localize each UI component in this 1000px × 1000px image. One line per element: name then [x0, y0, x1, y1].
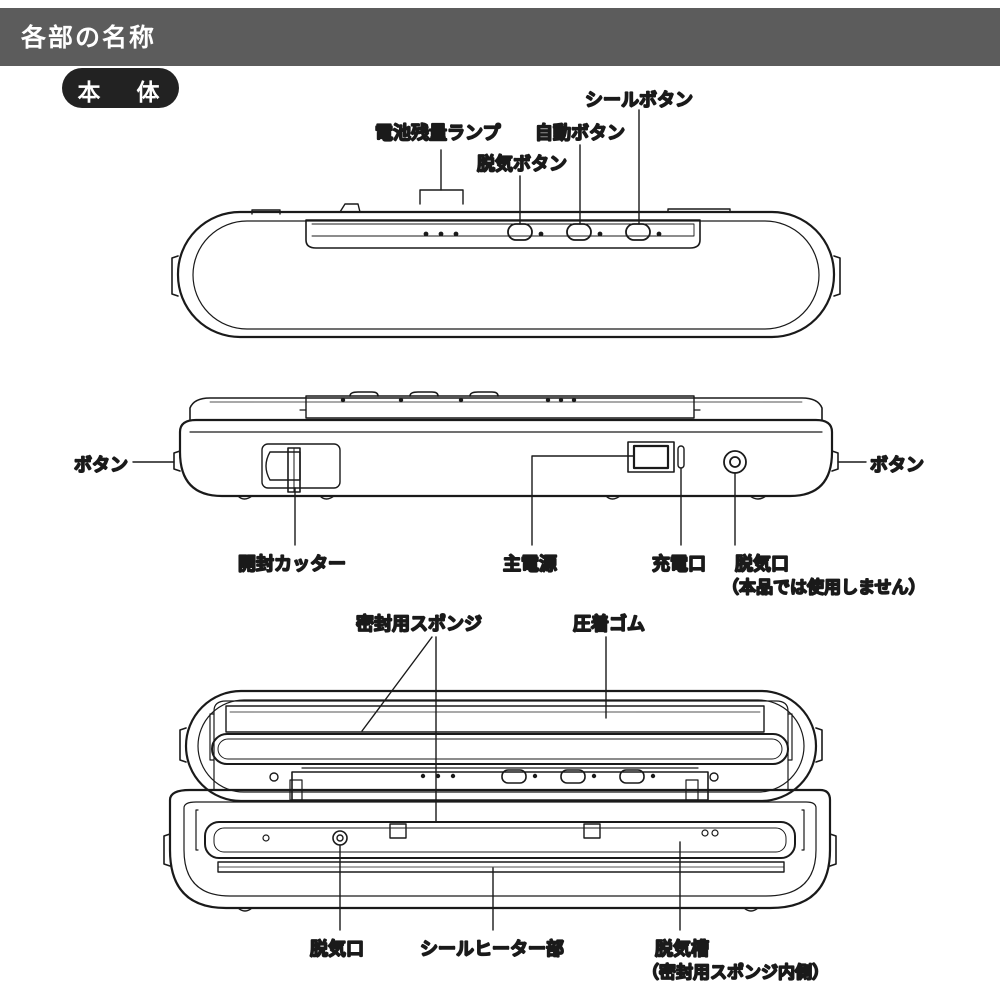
label-auto-button: 自動ボタン	[535, 122, 625, 144]
device-open-view	[163, 689, 837, 912]
device-front-view	[173, 391, 839, 500]
label-pressure-rubber: 圧着ゴム	[573, 613, 645, 635]
leader-lines-top	[419, 109, 640, 225]
label-seal-heater: シールヒーター部	[420, 938, 564, 960]
label-cutter: 開封カッター	[238, 553, 346, 575]
label-vacuum-port-side: 脱気口	[735, 553, 789, 575]
label-vacuum-chamber-note: （密封用スポンジ内側）	[642, 962, 829, 983]
label-button-left: ボタン	[74, 455, 128, 476]
device-top-view	[171, 203, 841, 339]
label-seal-sponge: 密封用スポンジ	[356, 613, 482, 635]
label-button-right: ボタン	[870, 455, 924, 476]
label-charge-port: 充電口	[652, 553, 706, 575]
label-battery-lamp: 電池残量ランプ	[375, 122, 501, 144]
label-seal-button: シールボタン	[585, 90, 693, 111]
section-label: 本 体	[77, 80, 174, 106]
header-bar: 各部の名称	[0, 0, 1000, 66]
label-vacuum-chamber: 脱気槽	[655, 938, 709, 960]
section-pill: 本 体	[62, 68, 179, 108]
leader-lines-front	[132, 455, 867, 546]
label-vacuum-button: 脱気ボタン	[477, 153, 567, 175]
leader-lines-open	[339, 636, 681, 931]
label-vacuum-port-inner: 脱気口	[310, 938, 364, 960]
label-vacuum-port-side-note: （本品では使用しません）	[722, 577, 926, 598]
label-main-power: 主電源	[503, 553, 557, 575]
page-title: 各部の名称	[21, 23, 157, 52]
